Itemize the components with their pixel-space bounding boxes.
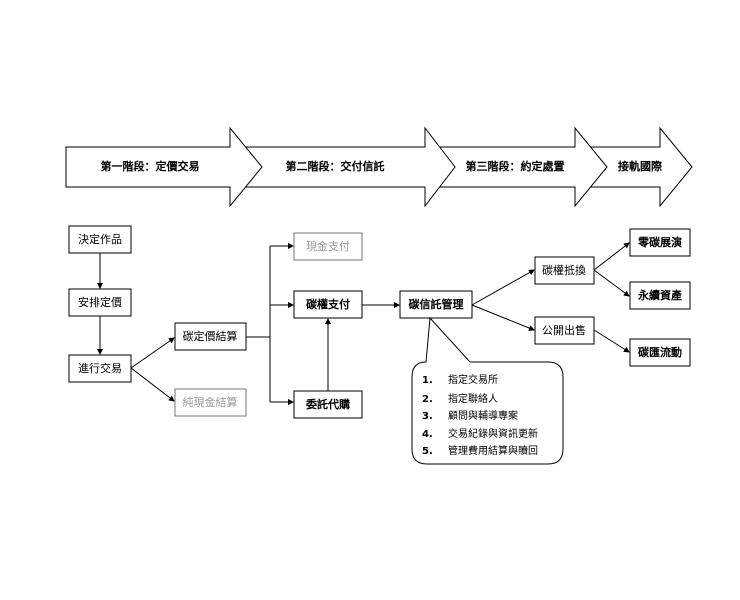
node-carbon-settle: 碳定價結算 [174, 322, 247, 351]
svg-text:2.: 2. [422, 394, 433, 405]
svg-text:碳定價結算: 碳定價結算 [183, 329, 238, 343]
svg-text:委託代購: 委託代購 [305, 397, 350, 411]
svg-text:4.: 4. [422, 429, 433, 440]
node-price: 安排定價 [68, 288, 132, 317]
svg-text:碳權支付: 碳權支付 [306, 297, 350, 311]
svg-text:公開出售: 公開出售 [542, 323, 586, 337]
svg-text:指定聯絡人: 指定聯絡人 [448, 392, 498, 405]
svg-text:5.: 5. [422, 446, 433, 457]
svg-text:碳匯流動: 碳匯流動 [638, 345, 682, 359]
svg-text:顧問與輔導專案: 顧問與輔導專案 [448, 409, 518, 422]
svg-text:管理費用結算與贖回: 管理費用結算與贖回 [448, 444, 538, 457]
stage-4-label: 接軌國際 [618, 159, 663, 173]
node-cash-settle: 純現金結算 [174, 388, 247, 417]
node-trade: 進行交易 [68, 354, 132, 383]
connectors [97, 242, 630, 405]
node-sale: 公開出售 [534, 316, 595, 345]
svg-text:現金支付: 現金支付 [306, 239, 350, 253]
node-trust: 碳信託管理 [399, 290, 473, 319]
stage-arrow-1 [65, 126, 263, 208]
stage-arrow-3 [429, 126, 608, 208]
stage-arrow-4 [589, 126, 693, 208]
svg-text:碳權抵換: 碳權抵換 [542, 263, 586, 277]
node-sink: 碳匯流動 [629, 338, 691, 367]
node-asset: 永續資產 [629, 281, 691, 310]
stage-1-label: 第一階段：定價交易 [101, 159, 200, 173]
svg-text:永續資產: 永續資產 [637, 288, 682, 302]
node-proxy: 委託代購 [293, 390, 363, 419]
node-zero: 零碳展演 [629, 228, 691, 257]
svg-text:安排定價: 安排定價 [78, 295, 122, 309]
stage-2-label: 第二階段：交付信託 [286, 159, 385, 173]
svg-text:進行交易: 進行交易 [78, 361, 122, 375]
node-cash-pay: 現金支付 [293, 232, 363, 261]
svg-text:純現金結算: 純現金結算 [183, 395, 238, 409]
callout-box: 1. 指定交易所 2. 指定聯絡人 3. 顧問與輔導專案 4. 交易紀錄與資訊更新 5.… [411, 316, 564, 465]
stage-arrow-2 [239, 126, 456, 208]
stage-3-label: 第三階段：約定處置 [466, 159, 565, 173]
svg-text:決定作品: 決定作品 [78, 232, 122, 246]
svg-text:交易紀錄與資訊更新: 交易紀錄與資訊更新 [448, 427, 538, 440]
svg-text:1.: 1. [422, 375, 433, 386]
node-credit-pay: 碳權支付 [293, 290, 363, 319]
svg-text:碳信託管理: 碳信託管理 [409, 297, 464, 311]
node-decide: 決定作品 [68, 225, 132, 254]
svg-text:零碳展演: 零碳展演 [637, 235, 682, 249]
node-offset: 碳權抵換 [534, 256, 595, 285]
svg-text:3.: 3. [422, 411, 433, 422]
svg-text:指定交易所: 指定交易所 [448, 373, 498, 386]
